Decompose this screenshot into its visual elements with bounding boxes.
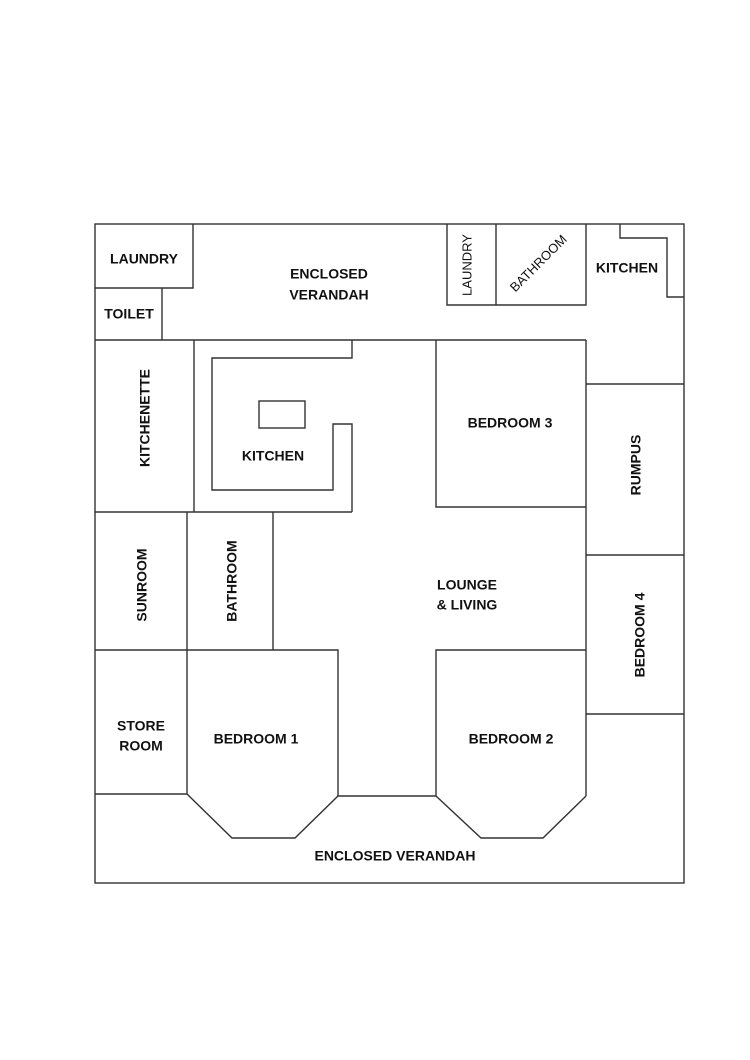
bedroom1-bay bbox=[186, 793, 436, 839]
room-labels: LAUNDRY TOILET ENCLOSED VERANDAH LAUNDRY… bbox=[104, 232, 658, 864]
label-bedroom1: BEDROOM 1 bbox=[214, 731, 299, 747]
label-kitchen-ne: KITCHEN bbox=[596, 260, 658, 276]
label-store-2: ROOM bbox=[119, 738, 163, 754]
label-bedroom3: BEDROOM 3 bbox=[468, 415, 553, 431]
label-laundry-ne: LAUNDRY bbox=[459, 234, 474, 296]
label-kitchenette: KITCHENETTE bbox=[137, 369, 153, 467]
kitchen-bench bbox=[211, 340, 353, 512]
walls bbox=[94, 223, 685, 884]
kitchen-ne-bench bbox=[619, 224, 684, 298]
label-bedroom2: BEDROOM 2 bbox=[469, 731, 554, 747]
label-lounge-1: LOUNGE bbox=[437, 577, 497, 593]
laundry-toilet-walls bbox=[95, 224, 194, 340]
kitchenette-walls bbox=[95, 340, 352, 513]
label-bedroom4: BEDROOM 4 bbox=[632, 592, 648, 677]
label-verandah-top-1: ENCLOSED bbox=[290, 266, 368, 282]
outer-wall bbox=[94, 223, 685, 884]
laundry-bathroom-ne-walls bbox=[446, 224, 587, 306]
label-bathroom-ne: BATHROOM bbox=[507, 232, 570, 295]
sunroom-bathroom-store-walls bbox=[95, 512, 339, 796]
kitchen-island bbox=[258, 400, 306, 429]
bedroom3-walls bbox=[435, 340, 586, 508]
label-verandah-bottom: ENCLOSED VERANDAH bbox=[314, 848, 475, 864]
east-rooms-walls bbox=[585, 340, 684, 796]
label-sunroom: SUNROOM bbox=[134, 548, 150, 621]
label-verandah-top-2: VERANDAH bbox=[289, 287, 368, 303]
label-store-1: STORE bbox=[117, 718, 165, 734]
label-bathroom: BATHROOM bbox=[224, 540, 240, 621]
label-lounge-2: & LIVING bbox=[437, 597, 498, 613]
label-rumpus: RUMPUS bbox=[628, 435, 644, 496]
bedroom2-walls bbox=[435, 649, 587, 839]
label-kitchen: KITCHEN bbox=[242, 448, 304, 464]
label-laundry: LAUNDRY bbox=[110, 251, 179, 267]
label-toilet: TOILET bbox=[104, 306, 154, 322]
